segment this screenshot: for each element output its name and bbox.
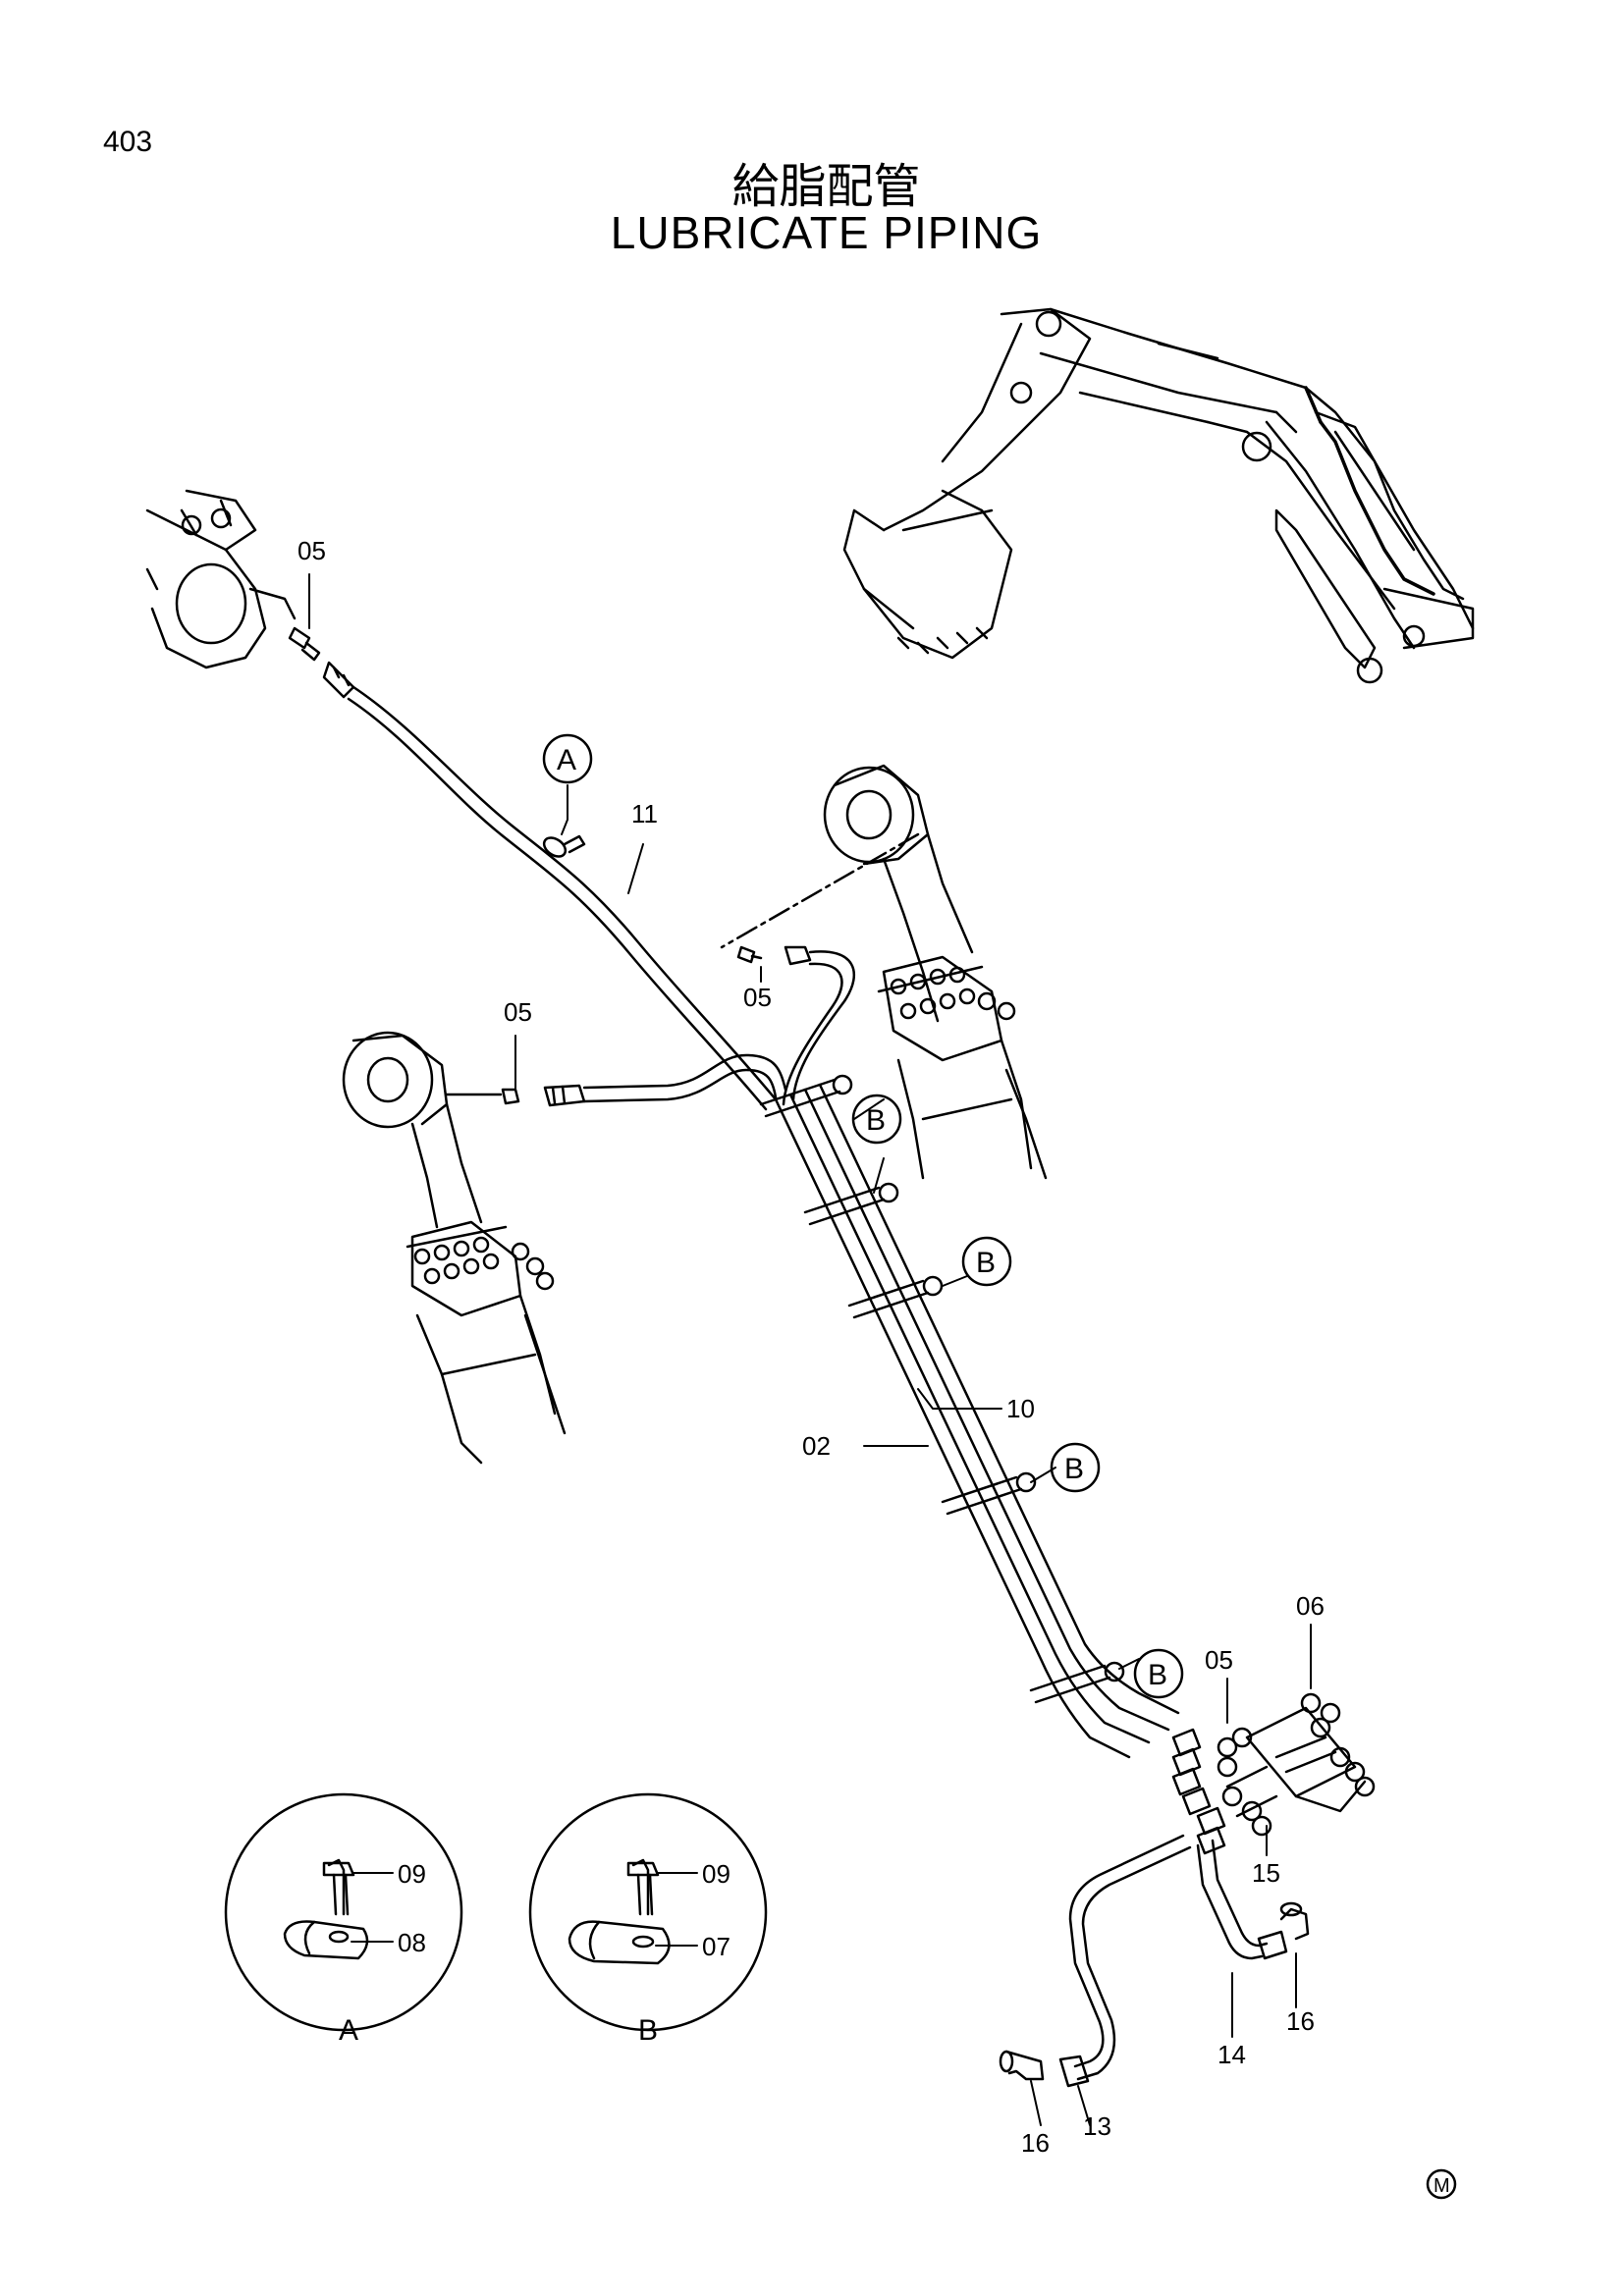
label-part-05: 05 — [1205, 1645, 1233, 1675]
grease-fitting-right-middle — [736, 945, 812, 966]
grease-manifold-06 — [1217, 1692, 1376, 1837]
label-part-06: 06 — [1296, 1591, 1325, 1621]
detail-b-bolt-label: 09 — [702, 1859, 730, 1889]
detail-b-label: B — [638, 2014, 658, 2047]
title-english: LUBRICATE PIPING — [610, 207, 1043, 258]
label-part-11: 11 — [631, 799, 658, 828]
bundle-clamps — [759, 1074, 1125, 1704]
hose-left-inner — [582, 1068, 778, 1103]
elbow-16-lower — [999, 2050, 1045, 2081]
label-part-05: 05 — [298, 536, 326, 565]
hose-right-upper — [791, 950, 855, 1101]
clamp-a-on-hose — [542, 834, 586, 858]
detail-a-bolt-label: 09 — [398, 1859, 426, 1889]
page-number: 403 — [103, 126, 153, 158]
hose-11 — [322, 661, 778, 1111]
corner-mark-letter: M — [1434, 2175, 1450, 2197]
boom-pin-boss-illustration — [145, 489, 297, 669]
label-part-05: 05 — [504, 997, 532, 1027]
label-part-14: 14 — [1217, 2040, 1246, 2069]
pipe-14 — [1196, 1839, 1288, 1960]
excavator-overview-illustration — [842, 307, 1475, 684]
callout-letter-b: B — [866, 1104, 886, 1137]
label-part-02: 02 — [802, 1431, 831, 1461]
detail-b-clamp-label: 07 — [702, 1932, 730, 1961]
hose-left — [582, 1053, 787, 1092]
callout-letter-b: B — [1064, 1453, 1084, 1485]
grease-fitting-top-left — [288, 626, 321, 662]
title-japanese: 給脂配管 — [731, 159, 921, 214]
pipe-bundle-02-10 — [774, 1083, 1180, 1759]
label-part-16: 16 — [1286, 2006, 1315, 2036]
label-part-05: 05 — [743, 983, 772, 1012]
detail-a-clamp-label: 08 — [398, 1928, 426, 1957]
detail-a-label: A — [339, 2014, 358, 2047]
callout-letter-b: B — [1148, 1659, 1167, 1691]
label-part-16: 16 — [1021, 2128, 1050, 2158]
corner-mark-circle — [1426, 2168, 1457, 2200]
pipe-13 — [1058, 1834, 1192, 2088]
detail-b-view — [528, 1792, 768, 2032]
callout-circles — [542, 733, 1184, 1699]
callout-letter-b: B — [976, 1247, 996, 1279]
elbow-16-right — [1279, 1901, 1310, 1941]
right-arm-cylinder-illustration — [823, 764, 1048, 1180]
detail-a-view — [224, 1792, 463, 2032]
leader-lines — [308, 573, 1312, 2126]
label-part-15: 15 — [1252, 1858, 1280, 1888]
leader-dashed-right — [720, 832, 920, 949]
left-bucket-cylinder-illustration — [342, 1031, 567, 1465]
label-part-13: 13 — [1083, 2111, 1111, 2141]
label-part-10: 10 — [1006, 1394, 1035, 1423]
hose-right-upper-inner — [782, 962, 843, 1106]
callout-letter-a: A — [557, 744, 576, 776]
manifold-end-fittings — [1171, 1728, 1226, 1855]
